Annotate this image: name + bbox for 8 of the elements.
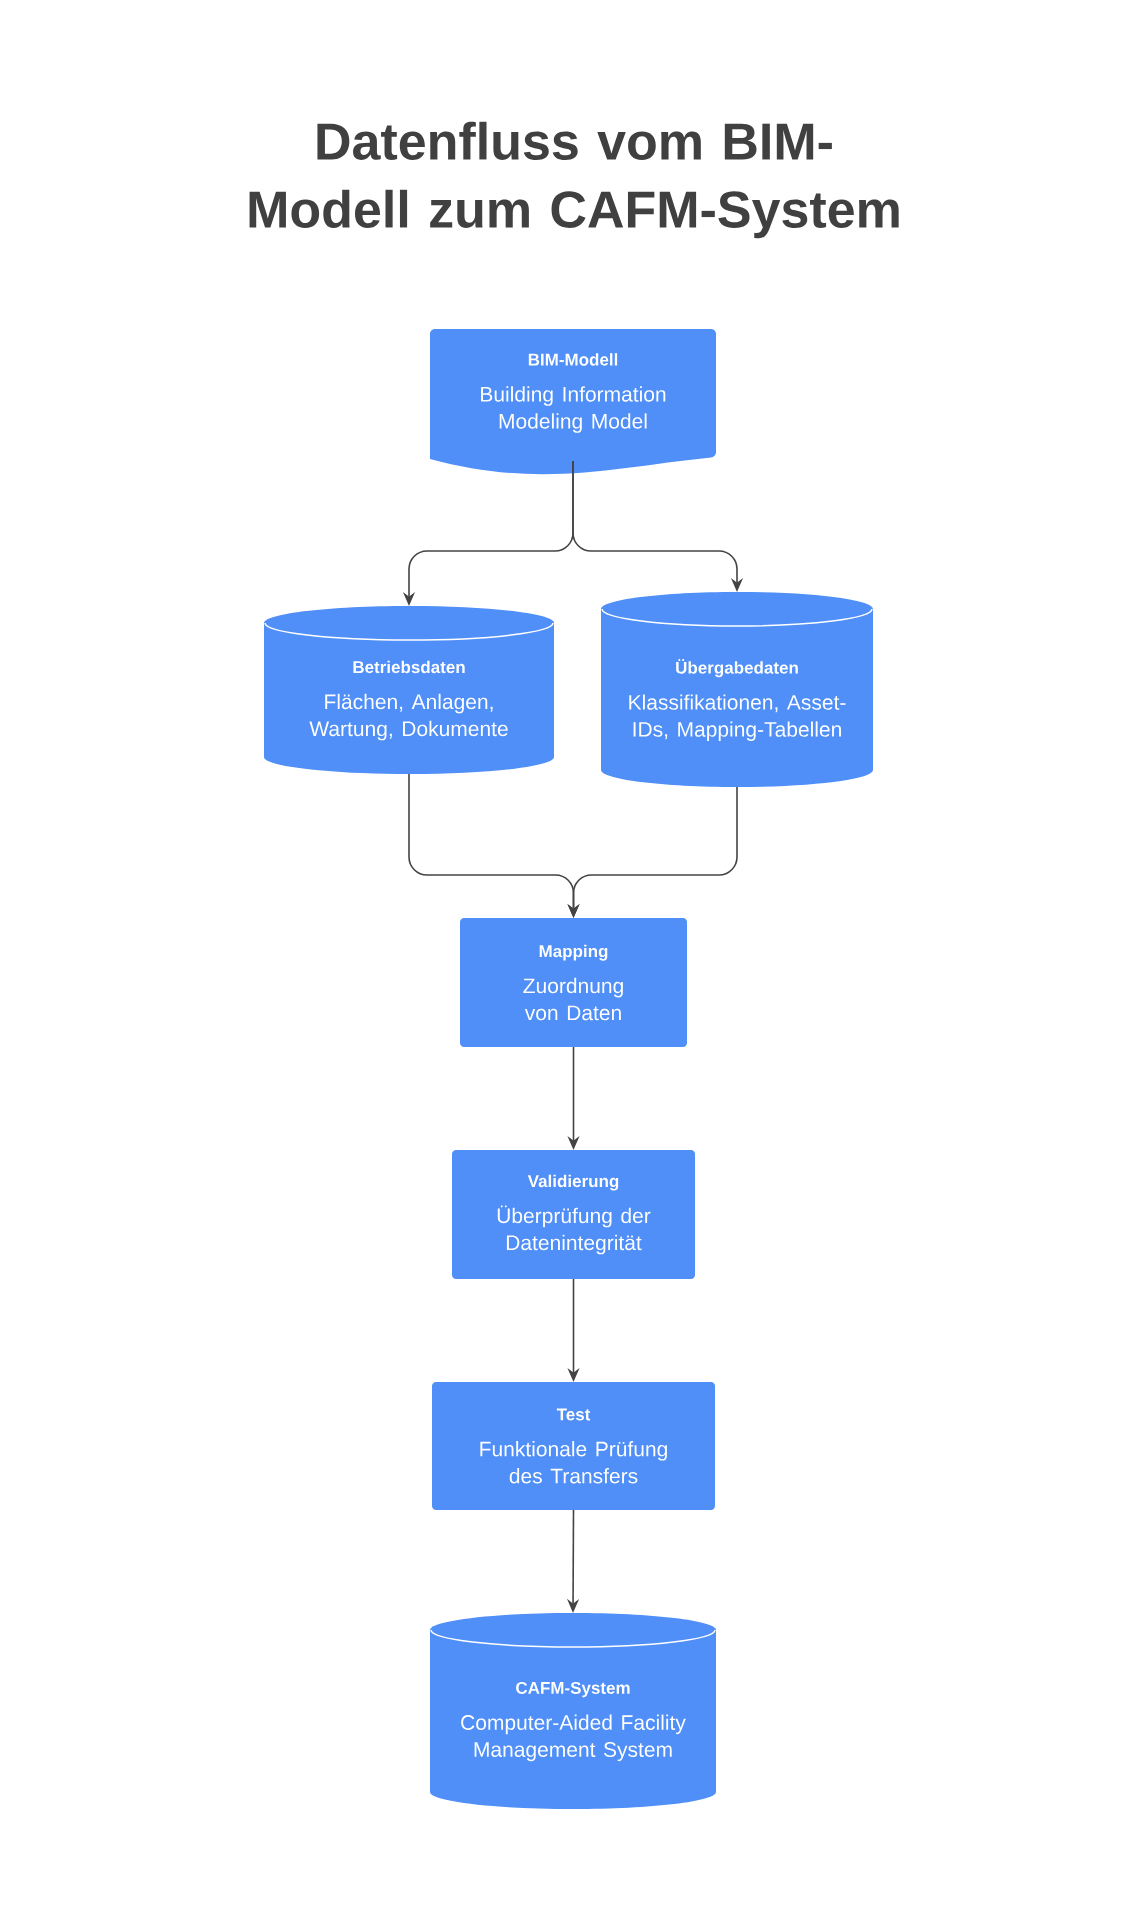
title: Datenfluss vom BIM-Modell zum CAFM-System <box>249 121 899 239</box>
database-cylinder: Übergabedaten Klassifikationen, Asset-IDs, Mapping-Tabellen <box>601 592 873 787</box>
process-box: Mapping Zuordnung von Daten <box>460 918 687 1047</box>
process-box: Validierung Überprüfung der Datenintegrität <box>452 1150 695 1279</box>
process-box: Test Funktionale Prüfung des Transfers <box>432 1382 715 1510</box>
document-box: BIM-Modell Building Information Modeling Model <box>430 329 716 475</box>
database-cylinder: CAFM-System Computer-Aided Facility Management System <box>430 1613 716 1809</box>
database-cylinder: Betriebsdaten Flächen, Anlagen, Wartung, Dokumente <box>264 606 554 774</box>
